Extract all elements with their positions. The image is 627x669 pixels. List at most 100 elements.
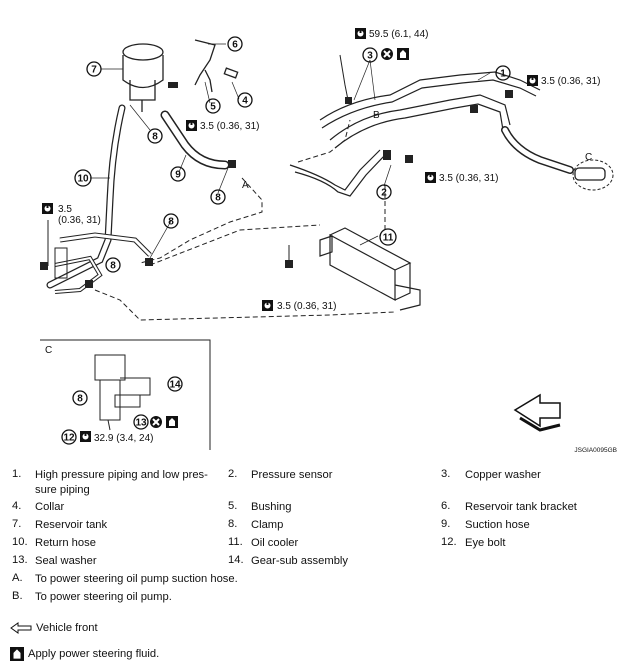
svg-text:8: 8 xyxy=(152,132,158,143)
apply-fluid-icon xyxy=(10,647,24,661)
view-letter-a: A xyxy=(242,180,249,191)
route-a-line xyxy=(139,177,263,264)
svg-text:3: 3 xyxy=(367,51,373,62)
route-mid-line xyxy=(149,224,321,266)
torque-3-5-left: 3.5 (0.36, 31) xyxy=(42,203,101,226)
legend-number: 6. xyxy=(441,500,451,512)
svg-text:3.5 (0.36, 31): 3.5 (0.36, 31) xyxy=(541,76,600,87)
torque-wrench-icon xyxy=(42,203,53,214)
callout-10: 10 xyxy=(74,169,92,187)
view-letter-c-detail: C xyxy=(45,345,52,356)
svg-text:8: 8 xyxy=(77,394,83,405)
legend-label: Clamp xyxy=(251,519,284,531)
svg-text:3.5 (0.36, 31): 3.5 (0.36, 31) xyxy=(200,121,259,132)
reservoir-tank-shape xyxy=(122,55,164,89)
callout-11: 11 xyxy=(379,228,397,246)
torque-59-5: 59.5 (6.1, 44) xyxy=(355,28,428,40)
legend-number: 3. xyxy=(441,468,451,480)
callout-12: 12 xyxy=(61,429,77,445)
legend-number: 9. xyxy=(441,518,451,530)
svg-text:4: 4 xyxy=(242,96,248,107)
callout-14: 14 xyxy=(167,376,183,392)
note-text: To power steering oil pump suction hose. xyxy=(35,573,238,585)
svg-text:(0.36, 31): (0.36, 31) xyxy=(58,215,101,226)
callout-8-bottom: 8 xyxy=(105,257,121,273)
apply-fluid-note: Apply power steering fluid. xyxy=(10,647,159,661)
do-not-reuse-icon xyxy=(149,415,163,429)
callout-9: 9 xyxy=(170,166,186,182)
svg-text:3.5: 3.5 xyxy=(58,204,72,215)
inset-c-frame xyxy=(40,339,211,450)
svg-text:3.5 (0.36, 31): 3.5 (0.36, 31) xyxy=(277,301,336,312)
legend-label: Bushing xyxy=(251,501,292,513)
torque-3-5-mid: 3.5 (0.36, 31) xyxy=(425,172,498,184)
svg-text:8: 8 xyxy=(110,261,116,272)
torque-3-5-bottom: 3.5 (0.36, 31) xyxy=(262,300,336,312)
torque-wrench-icon xyxy=(262,300,273,311)
callout-5: 5 xyxy=(205,98,221,114)
note-letter: B. xyxy=(12,590,23,602)
callout-1: 1 xyxy=(495,65,511,81)
callout-8-inset: 8 xyxy=(72,390,88,406)
legend-label: High pressure piping and low pres-sure p… xyxy=(35,469,208,496)
note-letter: A. xyxy=(12,572,23,584)
legend-label: Reservoir tank xyxy=(35,519,108,531)
vehicle-front-arrow-icon xyxy=(10,622,32,634)
legend-number: 4. xyxy=(12,500,22,512)
callout-2: 2 xyxy=(376,184,392,200)
legend-label: Suction hose xyxy=(465,519,530,531)
no-reuse-3 xyxy=(380,47,409,61)
callout-13: 13 xyxy=(133,414,149,430)
legend-label: Reservoir tank bracket xyxy=(465,501,577,513)
legend-number: 10. xyxy=(12,536,28,548)
callout-8-reservoir: 8 xyxy=(147,128,163,144)
torque-3-5-center: 3.5 (0.36, 31) xyxy=(186,120,259,132)
callout-4: 4 xyxy=(237,92,253,108)
svg-text:8: 8 xyxy=(168,217,174,228)
legend-number: 7. xyxy=(12,518,22,530)
vehicle-front-label: Vehicle front xyxy=(36,622,98,634)
legend-number: 5. xyxy=(228,500,238,512)
legend-number: 14. xyxy=(228,554,244,566)
torque-wrench-icon xyxy=(186,120,197,131)
apply-fluid-icon xyxy=(166,416,178,428)
svg-text:13: 13 xyxy=(135,418,147,429)
apply-fluid-icon xyxy=(397,48,409,60)
legend-number: 8. xyxy=(228,518,238,530)
svg-text:3.5 (0.36, 31): 3.5 (0.36, 31) xyxy=(439,173,498,184)
callout-8-left: 8 xyxy=(163,213,179,229)
svg-text:9: 9 xyxy=(175,170,181,181)
legend-label: Seal washer xyxy=(35,555,97,567)
view-letter-c: C xyxy=(585,152,592,163)
svg-text:6: 6 xyxy=(232,40,238,51)
figure-code: JSGIA0095GB xyxy=(574,447,617,454)
legend-label: Oil cooler xyxy=(251,537,299,549)
torque-32-9: 32.9 (3.4, 24) xyxy=(80,431,153,444)
svg-text:8: 8 xyxy=(215,193,221,204)
legend-label: Return hose xyxy=(35,537,96,549)
legend-number: 13. xyxy=(12,554,28,566)
apply-fluid-label: Apply power steering fluid. xyxy=(28,648,160,660)
legend-number: 12. xyxy=(441,536,457,548)
svg-text:59.5 (6.1, 44): 59.5 (6.1, 44) xyxy=(369,29,428,40)
svg-text:14: 14 xyxy=(169,380,181,391)
legend-label: Eye bolt xyxy=(465,537,506,549)
callout-6: 6 xyxy=(227,36,243,52)
torque-3-5-right: 3.5 (0.36, 31) xyxy=(527,75,600,87)
legend-label: Copper washer xyxy=(465,469,541,481)
callout-7: 7 xyxy=(86,61,102,77)
legend-label: Collar xyxy=(35,501,65,513)
legend-label: Gear-sub assembly xyxy=(251,555,348,567)
torque-wrench-icon xyxy=(425,172,436,183)
svg-text:2: 2 xyxy=(381,188,387,199)
legend-label: Pressure sensor xyxy=(251,469,333,481)
do-not-reuse-icon xyxy=(380,47,394,61)
vehicle-front-arrow-icon xyxy=(513,393,561,432)
vehicle-front-note: Vehicle front xyxy=(10,622,98,634)
legend-number: 2. xyxy=(228,468,238,480)
svg-text:7: 7 xyxy=(91,65,97,76)
legend-number: 11. xyxy=(228,536,243,548)
svg-text:5: 5 xyxy=(210,102,216,113)
route-bottom-line xyxy=(94,289,396,321)
no-reuse-13 xyxy=(149,415,178,429)
